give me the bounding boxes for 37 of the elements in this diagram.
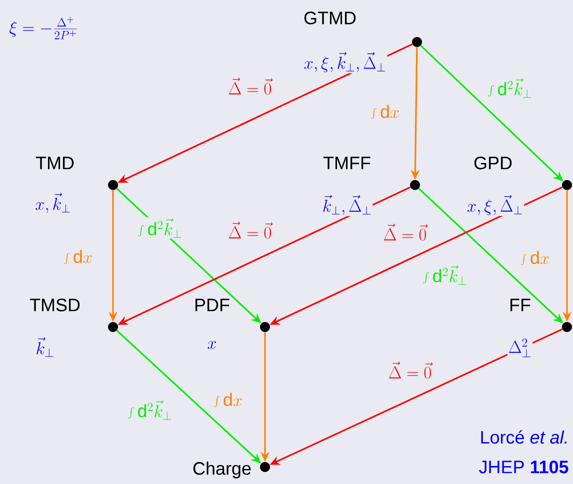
dot [108,322,118,332]
formula-label: $\xi = -\frac{\Delta^+}{2P^+}$ [10,16,77,40]
edge-label: $\vec{\Delta} = \vec{0}$ [227,76,273,96]
edge-label: $\int \mathrm{d}^2\vec{k}_\perp$ [136,217,184,239]
variables-label: $x, \xi, \vec{k}_\perp, \vec{\Delta}_\perp$ [302,50,388,74]
node-title: TMFF [322,156,372,170]
edge-label: $\int \mathrm{d}^2\vec{k}_\perp$ [126,399,174,421]
dot [260,462,270,472]
node-title: TMD [34,156,76,170]
node-title: GPD [472,156,514,170]
edge-label: $\vec{\Delta} = \vec{0}$ [382,222,428,242]
dot [260,322,270,332]
edge-label: $\vec{\Delta} = \vec{0}$ [387,360,433,380]
dot [412,37,422,47]
dot [562,180,572,190]
variables-label: $x, \vec{k}_\perp$ [34,192,72,214]
edge-label: $\int \mathrm{d}x$ [62,248,94,266]
dot [108,180,118,190]
node-title: FF [508,298,532,312]
node-title: PDF [193,298,231,312]
node-title: TMSD [28,298,82,312]
citation-label: Lorcé et al. [481,430,567,444]
dot [410,180,420,190]
edge-label: $\int \mathrm{d}^2\vec{k}_\perp$ [486,77,534,99]
edge-label: $\int \mathrm{d}x$ [369,104,401,120]
node-title: Charge [191,460,253,480]
variables-label: $\vec{k}_\perp, \vec{\Delta}_\perp$ [321,194,373,216]
node-title: GTMD [302,10,358,26]
edge-label: $\vec{\Delta} = \vec{0}$ [227,220,273,240]
variables-label: $\Delta_\perp^2$ [507,338,533,358]
edge-label: $\int \mathrm{d}x$ [212,392,244,408]
variables-label: $\vec{k}_\perp$ [34,336,56,358]
dot [562,322,572,332]
citation-label: JHEP 1105 [479,460,568,474]
edge-label: $\int \mathrm{d}x$ [519,250,551,266]
variables-label: $x, \xi, \vec{\Delta}_\perp$ [466,194,524,216]
edge-label: $\int \mathrm{d}^2\vec{k}_\perp$ [422,264,468,286]
